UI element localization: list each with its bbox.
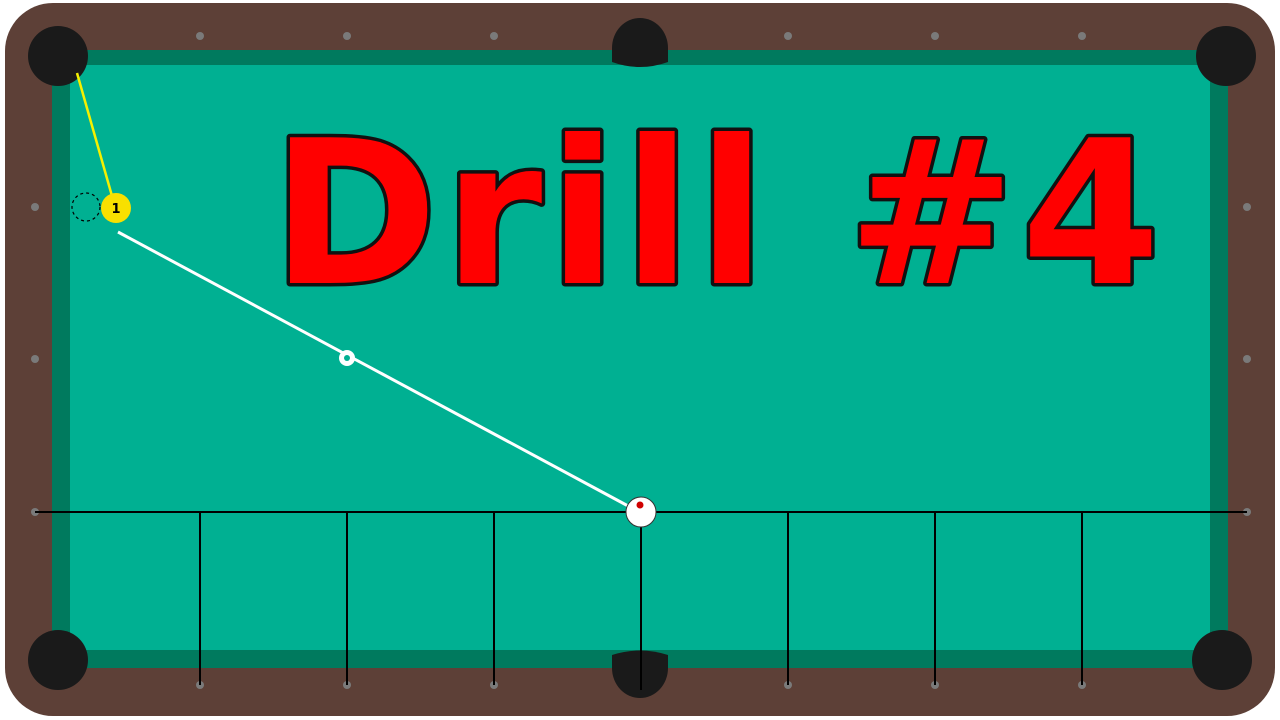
pocket-bottom-right <box>1192 630 1252 690</box>
diamond-top <box>343 32 351 40</box>
cue-ball-tip-mark <box>636 501 644 509</box>
pocket-top-middle <box>612 18 668 67</box>
object-ball-number: 1 <box>111 202 120 217</box>
diamond-right <box>1243 355 1251 363</box>
pocket-top-right <box>1196 26 1256 86</box>
ghost-ball <box>71 192 101 222</box>
diamond-top <box>1078 32 1086 40</box>
pocket-bottom-left <box>28 630 88 690</box>
position-marker-center <box>344 355 350 361</box>
pocket-top-left <box>28 26 88 86</box>
cue-ball <box>625 496 657 528</box>
diamond-left <box>31 355 39 363</box>
pockets <box>28 18 1256 698</box>
diamond-right <box>1243 203 1251 211</box>
diamond-top <box>784 32 792 40</box>
diamond-top <box>931 32 939 40</box>
object-ball-path <box>75 72 114 197</box>
diamond-top <box>490 32 498 40</box>
cue-ball-path <box>117 230 631 509</box>
drill-title: Drill #4 <box>272 98 1167 331</box>
object-ball <box>101 193 131 223</box>
diamond-left <box>31 203 39 211</box>
diamond-top <box>196 32 204 40</box>
